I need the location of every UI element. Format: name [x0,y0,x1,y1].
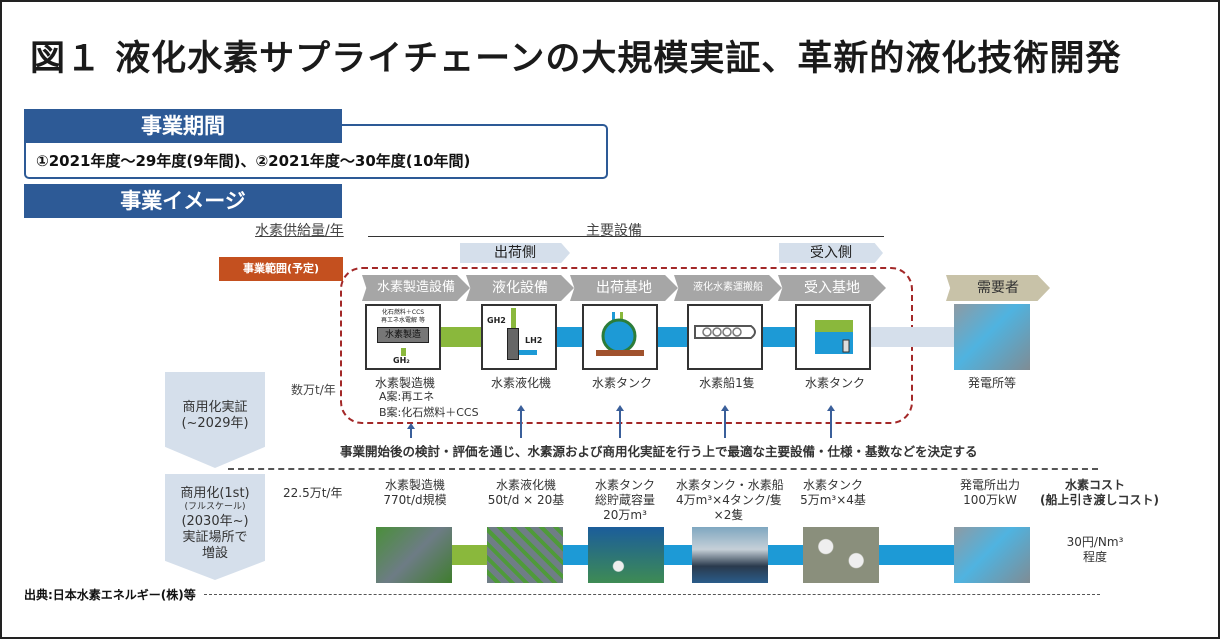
spherical-tank-icon [596,312,644,356]
lh2-carrier-photo [692,527,768,583]
spec-liquefier-value: 50t/d × 20基 [487,493,565,507]
cost-value-approx: 程度 [1082,550,1107,564]
production-icon-box: 化石燃料＋CCS 再エネ水電解 等 水素製造 GH₂ [365,304,441,370]
phase1-label: 商用化実証 [182,400,248,415]
step-consumer: 需要者 [946,275,1050,301]
main-equipment-line [368,236,884,237]
spec-liquefier: 水素液化機 50t/d × 20基 [476,478,576,508]
spec-power-plant-name: 発電所出力 [959,478,1020,492]
spec-tank-value: 20万m³ [603,508,647,522]
phase2-supply: 22.5万t/年 [283,486,343,500]
supply-column-label: 水素供給量/年 [255,223,344,239]
source-credit: 出典:日本水素エネルギー(株)等 [24,588,196,602]
source-divider [204,594,1100,595]
production-unit-icon: 水素製造 [377,327,429,343]
step-hydrogen-production: 水素製造設備 [362,275,470,301]
production-plant-photo [376,527,452,583]
caption-power-plant: 発電所等 [967,376,1016,390]
lh2-outlet-icon [519,350,537,355]
hydrogen-ship-icon [694,325,756,339]
main-equipment-label: 主要設備 [586,223,642,239]
spec-ship: 水素タンク・水素船 4万m³×4タンク/隻 ×2隻 [676,478,784,523]
spec-tank-label: 総貯蔵容量 [594,493,655,507]
caption-receiving-tank: 水素タンク [804,376,865,390]
image-section-header: 事業イメージ [24,184,342,218]
gh2-pipe-phase2 [450,545,490,565]
cost-label-title: 水素コスト [1064,478,1125,492]
spec-production: 水素製造機 770t/d規模 [365,478,465,508]
caption-production: 水素製造機 [374,376,435,390]
decision-note: 事業開始後の検討・評価を通じ、水素源および商用化実証を行う上で最適な主要設備・仕… [340,444,978,459]
step-lh2-carrier: 液化水素運搬船 [674,275,782,301]
period-header: 事業期間 [24,109,342,143]
phase2-period: (2030年~) [181,514,249,529]
phase2-sub: (フルスケール) [184,502,246,512]
phase2-expand: 増設 [201,546,228,561]
scope-tag: 事業範囲(予定) [219,257,343,281]
production-source-line-1: 化石燃料＋CCS [381,309,425,316]
caption-liquefier: 水素液化機 [490,376,551,390]
spec-ship-count: ×2隻 [713,508,744,522]
phase2-location: 実証場所で [182,530,248,545]
phase-divider [228,468,1098,470]
step-liquefaction: 液化設備 [466,275,574,301]
spec-production-name: 水素製造機 [384,478,445,492]
spec-power-plant: 発電所出力 100万kW [950,478,1030,508]
ship-icon-box [687,304,763,370]
step-shipping-terminal: 出荷基地 [570,275,678,301]
production-source-line-2: 再エネ水電解 等 [381,317,425,324]
phase2-chevron [165,474,265,580]
flat-tank-icon [815,320,853,354]
receiving-tank-icon-box [795,304,871,370]
gh2-outlet-icon [401,348,406,356]
receiving-side-tag: 受入側 [779,243,883,263]
gh2-pipe [440,327,490,347]
liquefier-gh2-label: GH2 [487,316,506,325]
power-plant-photo [954,527,1030,583]
cost-value: 30円/Nm³ 程度 [1050,535,1140,565]
liquefier-lh2-label: LH2 [525,336,543,345]
liquefaction-plant-photo [487,527,563,583]
power-plant-image [954,304,1030,370]
gh2-inlet-icon [511,308,516,328]
spec-power-plant-value: 100万kW [963,493,1017,507]
spec-receiving-tank-name: 水素タンク [802,478,863,492]
spec-receiving-tank: 水素タンク 5万m³×4基 [788,478,878,508]
gh2-label: GH₂ [393,356,410,365]
production-option-a: A案:再エネ [379,390,435,403]
arrow-up-icon [721,405,729,438]
arrow-up-icon [407,423,415,438]
shipping-side-tag: 出荷側 [460,243,570,263]
shipping-terminal-photo [588,527,664,583]
spec-ship-name: 水素タンク・水素船 [676,478,784,492]
spec-liquefier-name: 水素液化機 [495,478,556,492]
spec-tank-name: 水素タンク [594,478,655,492]
period-text: ①2021年度～29年度(9年間)、②2021年度～30年度(10年間) [36,152,471,170]
liquefier-icon-box: GH2 LH2 [481,304,557,370]
liquefier-column-icon [507,328,519,360]
spec-production-value: 770t/d規模 [383,493,447,507]
spec-tank: 水素タンク 総貯蔵容量 20万m³ [580,478,670,523]
arrow-up-icon [616,405,624,438]
phase1-chevron [165,372,265,468]
figure-title: 図１ 液化水素サプライチェーンの大規模実証、革新的液化技術開発 [30,39,1122,79]
phase1-period: (~2029年) [181,416,249,431]
production-option-b: B案:化石燃料＋CCS [379,406,479,419]
spec-ship-capacity: 4万m³×4タンク/隻 [676,493,782,507]
caption-tank: 水素タンク [591,376,652,390]
phase2-label: 商用化(1st) [180,486,250,501]
tank-icon-box [582,304,658,370]
arrow-up-icon [517,405,525,438]
arrow-up-icon [827,405,835,438]
receiving-terminal-photo [803,527,879,583]
cost-label-sub: (船上引き渡しコスト) [1040,493,1159,507]
delivery-pipe [870,327,960,347]
phase1-supply: 数万t/年 [291,383,336,397]
caption-ship: 水素船1隻 [699,376,755,390]
cost-label: 水素コスト (船上引き渡しコスト) [1040,478,1159,508]
spec-receiving-tank-value: 5万m³×4基 [800,493,866,507]
step-receiving-terminal: 受入基地 [778,275,886,301]
cost-value-amount: 30円/Nm³ [1066,535,1124,549]
